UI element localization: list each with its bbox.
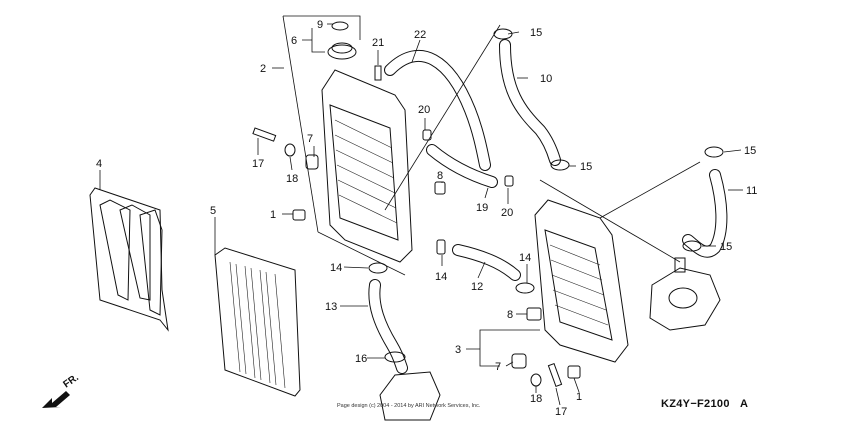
callout-label: 8	[437, 170, 443, 182]
engine-outlet	[379, 371, 441, 421]
radiator-louver-left	[214, 247, 301, 397]
leader-lines	[99, 23, 743, 406]
callout-label: 20	[418, 104, 430, 116]
callout-label: 2	[260, 63, 266, 75]
callout-label: 7	[307, 133, 313, 145]
callout-label: 15	[530, 27, 542, 39]
hose-22	[384, 49, 491, 171]
callout-label: 1	[576, 391, 582, 403]
cylinder-head	[649, 257, 721, 331]
callout-label: 16	[355, 353, 367, 365]
callout-label: 22	[414, 29, 426, 41]
callout-label: 3	[455, 344, 461, 356]
hose-clamps	[368, 28, 724, 363]
callout-label: 4	[96, 158, 102, 170]
callout-label: 6	[291, 35, 297, 47]
diagram-code: KZ4Y−F2100	[661, 398, 730, 410]
radiator-shroud-left	[89, 187, 169, 332]
radiator-left	[321, 21, 413, 263]
callout-label: 17	[252, 158, 264, 170]
callout-label: 14	[435, 271, 447, 283]
diagram-code-suffix: A	[740, 398, 748, 410]
hose-13	[368, 279, 408, 374]
callout-label: 8	[507, 309, 513, 321]
radiator-right	[534, 199, 629, 363]
callout-label: 17	[555, 406, 567, 418]
callout-label: 7	[495, 361, 501, 373]
callout-label: 13	[325, 301, 337, 313]
hose-10	[499, 39, 561, 166]
fasteners	[252, 65, 581, 388]
copyright-notice: Page design (c) 2004 - 2014 by ARI Netwo…	[337, 403, 481, 409]
callout-label: 9	[317, 19, 323, 31]
callout-label: 10	[540, 73, 552, 85]
callout-label: 5	[210, 205, 216, 217]
callout-label: 15	[744, 145, 756, 157]
callout-label: 15	[580, 161, 592, 173]
front-direction-label: FR.	[61, 372, 81, 390]
callout-label: 18	[286, 173, 298, 185]
callout-label: 11	[746, 185, 757, 197]
callout-label: 12	[471, 281, 483, 293]
hose-12	[452, 244, 521, 281]
callout-label: 19	[476, 202, 488, 214]
callout-label: 15	[720, 241, 732, 253]
callout-label: 14	[330, 262, 342, 274]
callout-label: 21	[372, 37, 384, 49]
front-direction-arrow: FR.	[42, 372, 81, 408]
callout-label: 20	[501, 207, 513, 219]
callout-label: 14	[519, 252, 531, 264]
hose-11	[682, 169, 728, 258]
hose-19	[426, 144, 498, 188]
callout-labels: 9 6 21 22 15 2 10 20 7 17 18 15 15 4 8 1…	[96, 19, 757, 418]
callout-label: 18	[530, 393, 542, 405]
callout-label: 1	[270, 209, 276, 221]
